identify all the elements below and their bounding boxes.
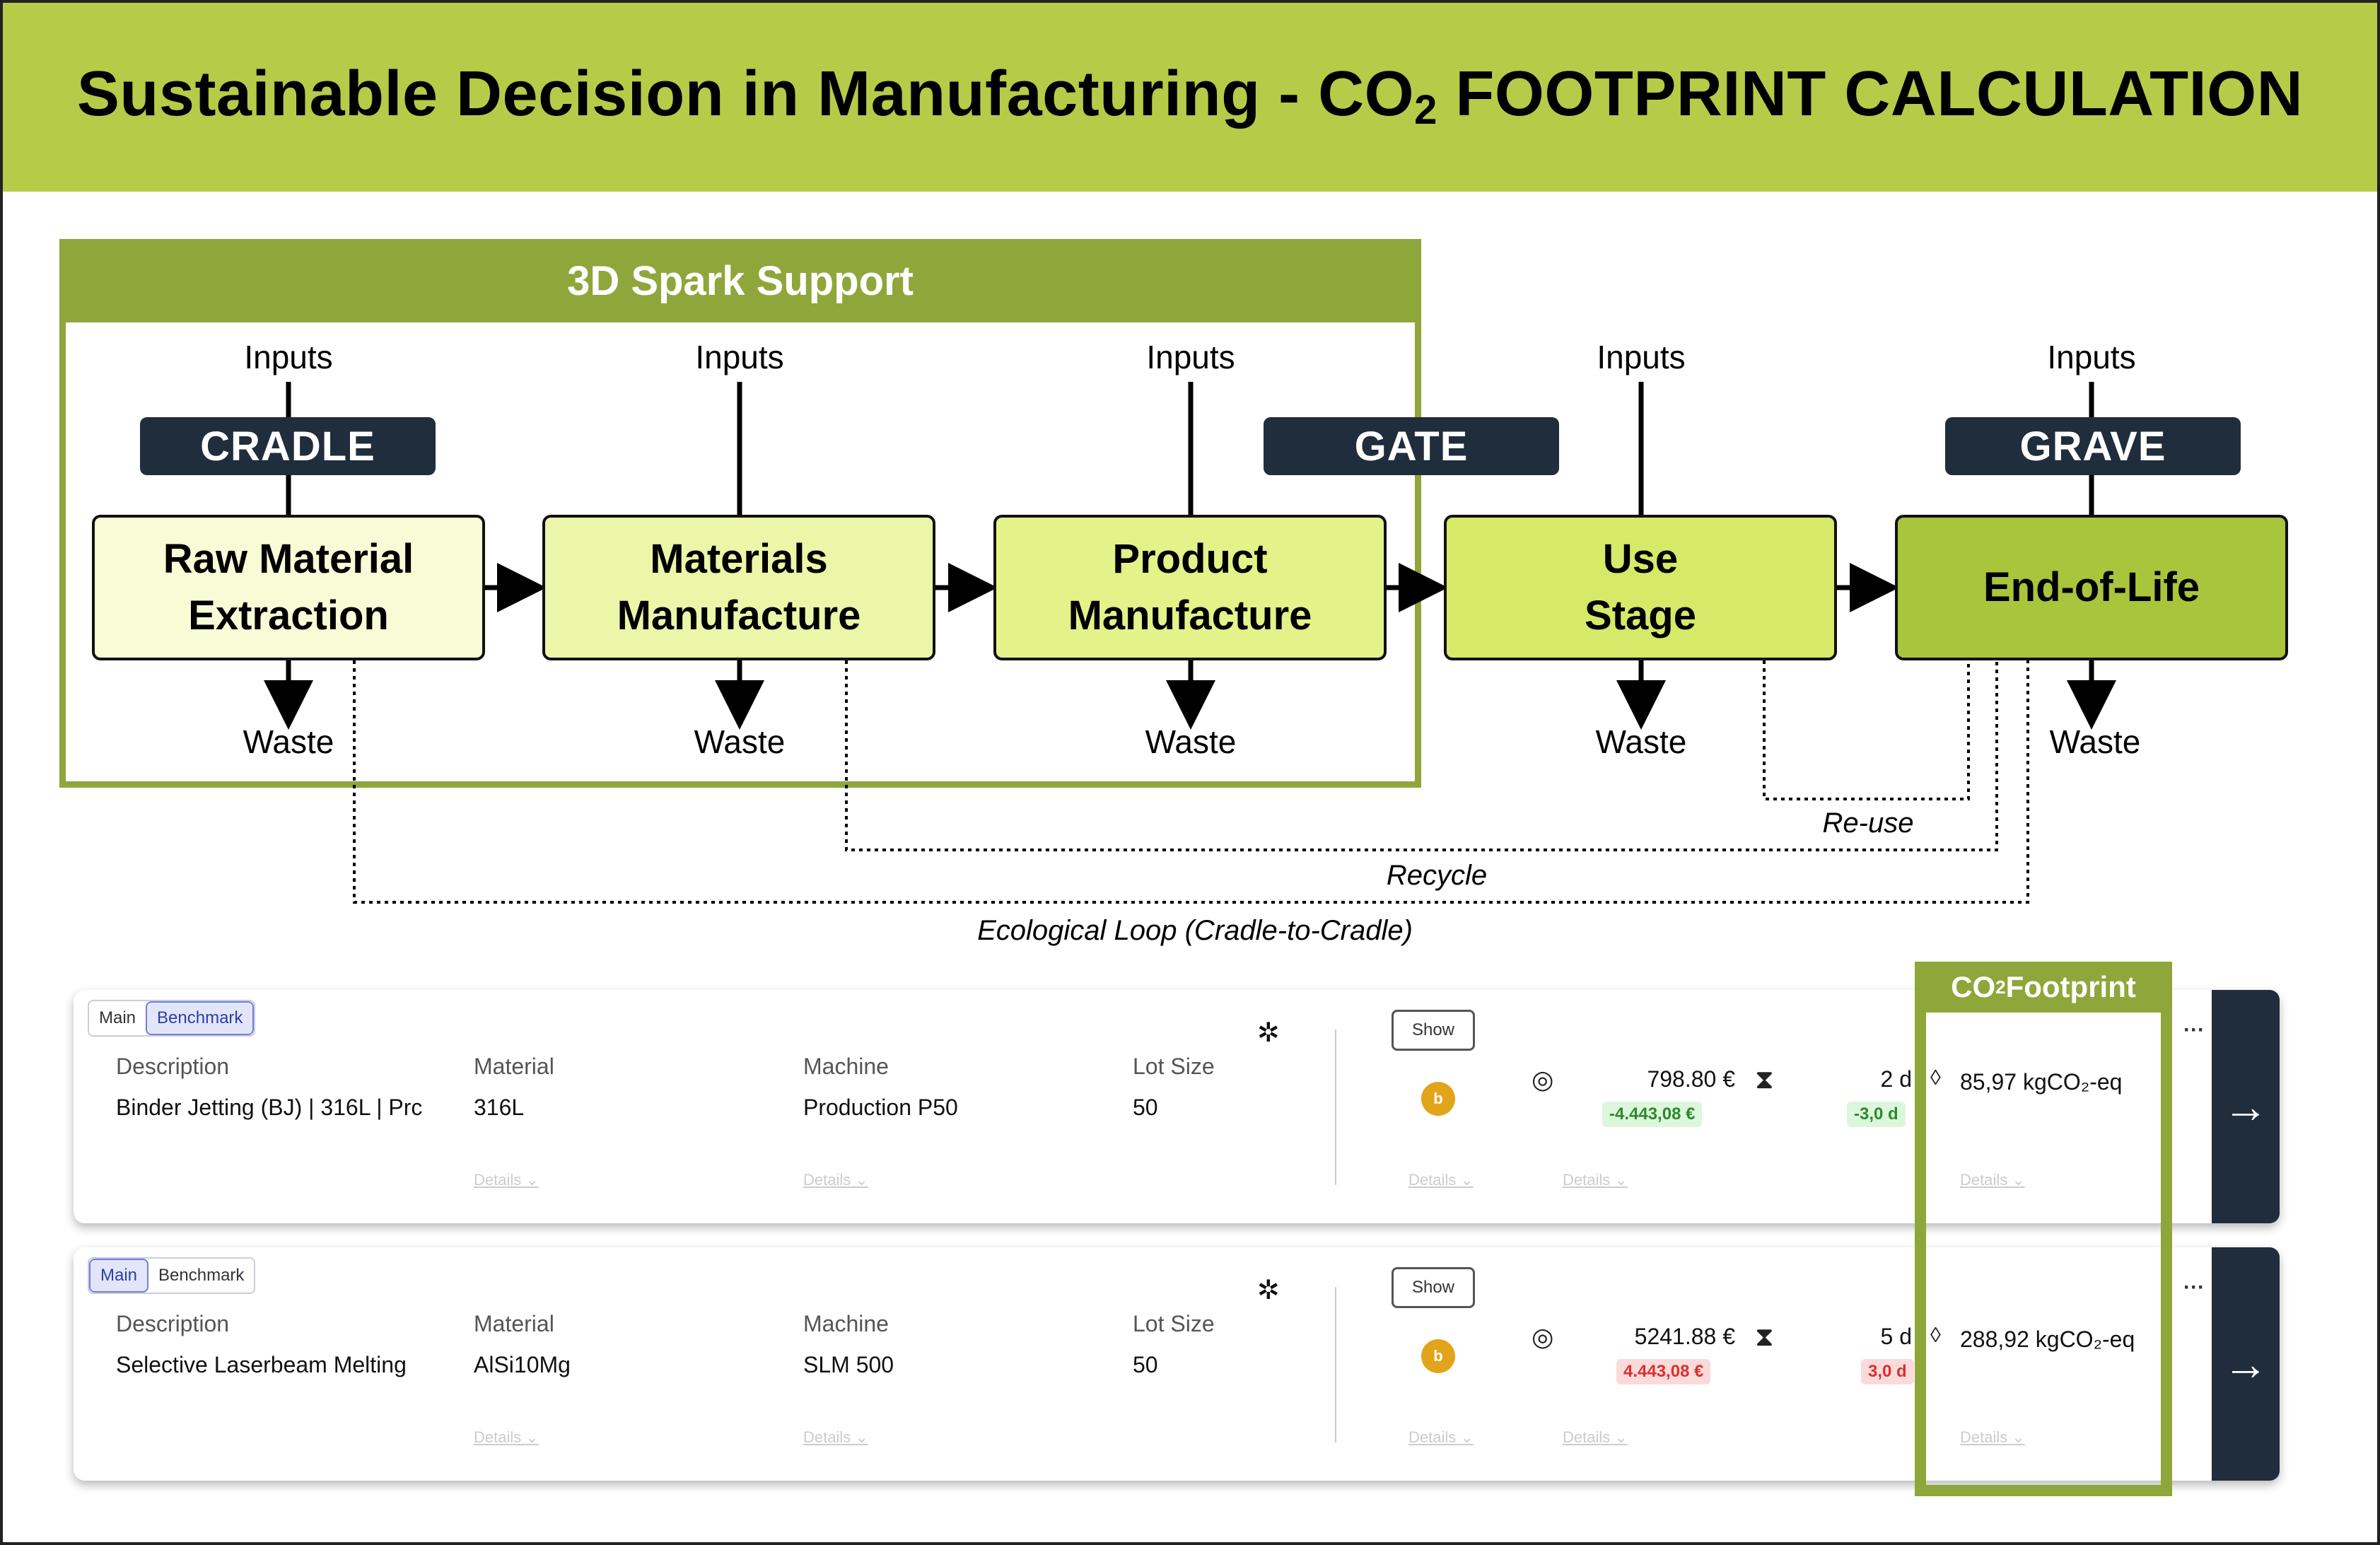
lifecycle-diagram: 3D Spark Support CRADLE GATE GRAVE Raw M… xyxy=(59,239,2288,946)
machine-header: Machine xyxy=(803,1311,889,1336)
show-button[interactable]: Show xyxy=(1392,1267,1475,1308)
stage-materials-manufacture: Materials Manufacture xyxy=(542,515,935,660)
co2-value: 85,97 kgCO₂-eq xyxy=(1960,1069,2123,1095)
lot-size-value: 50 xyxy=(1133,1352,1158,1377)
waste-label: Waste xyxy=(694,723,786,760)
arrow-right-icon: → xyxy=(2223,1339,2268,1389)
input-label: Inputs xyxy=(1146,339,1235,375)
co2-value: 288,92 kgCO₂-eq xyxy=(1960,1327,2135,1352)
arrow-right-icon: → xyxy=(2223,1081,2268,1132)
divider xyxy=(1335,1030,1336,1185)
leaf-icon: ◊ xyxy=(1930,1324,1941,1347)
cost-details-link[interactable]: Details ⌄ xyxy=(1563,1428,1628,1446)
stage-use: Use Stage xyxy=(1444,515,1837,660)
material-details-link[interactable]: Details ⌄ xyxy=(474,1428,539,1446)
input-label: Inputs xyxy=(695,339,784,375)
process-card: Main Benchmark Description Material Mach… xyxy=(74,990,2280,1223)
title-bar: Sustainable Decision in Manufacturing - … xyxy=(0,0,2380,192)
more-icon[interactable]: ··· xyxy=(2183,1276,2205,1299)
co2-details-link[interactable]: Details ⌄ xyxy=(1960,1171,2025,1189)
cost-value: 5241.88 € xyxy=(1634,1324,1735,1349)
cost-value: 798.80 € xyxy=(1647,1066,1735,1092)
phase-gate: GATE xyxy=(1264,417,1559,475)
time-value: 5 d xyxy=(1880,1324,1912,1349)
stage-product-manufacture: Product Manufacture xyxy=(993,515,1387,660)
waste-label: Waste xyxy=(2049,723,2141,760)
tab-benchmark[interactable]: Benchmark xyxy=(158,1266,245,1285)
spark-support-header: 3D Spark Support xyxy=(59,239,1421,322)
badge-details-link[interactable]: Details ⌄ xyxy=(1408,1428,1474,1446)
description-header: Description xyxy=(116,1311,230,1336)
lot-size-header: Lot Size xyxy=(1133,1054,1215,1079)
time-delta: 3,0 d xyxy=(1861,1359,1914,1384)
tab-main[interactable]: Main xyxy=(89,1259,149,1293)
badge-icon[interactable]: b xyxy=(1421,1082,1455,1116)
tab-benchmark[interactable]: Benchmark xyxy=(146,1001,255,1035)
badge-details-link[interactable]: Details ⌄ xyxy=(1408,1171,1474,1189)
view-toggle: Main Benchmark xyxy=(88,1000,256,1037)
process-comparison-panel: Main Benchmark Description Material Mach… xyxy=(74,990,2280,1485)
stage-raw-material-extraction: Raw Material Extraction xyxy=(92,515,485,660)
machine-details-link[interactable]: Details ⌄ xyxy=(803,1428,868,1446)
reuse-label: Re-use xyxy=(1822,808,1914,839)
material-value: AlSi10Mg xyxy=(474,1352,571,1377)
divider xyxy=(1335,1287,1336,1442)
material-value: 316L xyxy=(474,1095,525,1120)
open-process-button[interactable]: → xyxy=(2212,1247,2280,1481)
spark-support-frame xyxy=(59,239,1421,788)
hourglass-icon: ⧗ xyxy=(1755,1322,1774,1352)
show-button[interactable]: Show xyxy=(1392,1010,1475,1051)
gear-icon[interactable]: ✲ xyxy=(1257,1018,1280,1048)
cost-delta: -4.443,08 € xyxy=(1602,1102,1703,1127)
waste-label: Waste xyxy=(1595,723,1687,760)
recycle-loop-line xyxy=(845,660,1998,851)
machine-header: Machine xyxy=(803,1054,889,1079)
open-process-button[interactable]: → xyxy=(2212,990,2280,1223)
machine-value: SLM 500 xyxy=(803,1352,894,1377)
lot-size-value: 50 xyxy=(1133,1095,1158,1120)
gear-icon[interactable]: ✲ xyxy=(1257,1276,1280,1305)
reuse-loop-line xyxy=(1763,660,1970,800)
material-header: Material xyxy=(474,1054,554,1079)
view-toggle: Main Benchmark xyxy=(88,1257,256,1294)
badge-icon[interactable]: b xyxy=(1421,1339,1455,1373)
process-card: Main Benchmark Description Material Mach… xyxy=(74,1247,2280,1481)
co2-details-link[interactable]: Details ⌄ xyxy=(1960,1428,2025,1446)
description-value: Binder Jetting (BJ) | 316L | Prc xyxy=(116,1095,423,1120)
more-icon[interactable]: ··· xyxy=(2183,1018,2205,1042)
machine-details-link[interactable]: Details ⌄ xyxy=(803,1171,868,1189)
stage-end-of-life: End-of-Life xyxy=(1895,515,2288,660)
ecological-loop-label: Ecological Loop (Cradle-to-Cradle) xyxy=(977,915,1413,946)
phase-cradle: CRADLE xyxy=(140,417,436,475)
input-label: Inputs xyxy=(2047,339,2136,375)
tab-main[interactable]: Main xyxy=(99,1008,136,1027)
page-title: Sustainable Decision in Manufacturing - … xyxy=(76,59,2304,133)
coin-icon: ◎ xyxy=(1532,1322,1554,1351)
description-header: Description xyxy=(116,1054,230,1079)
leaf-icon: ◊ xyxy=(1930,1066,1941,1090)
input-label: Inputs xyxy=(1597,339,1686,375)
material-header: Material xyxy=(474,1311,554,1336)
waste-label: Waste xyxy=(243,723,334,760)
waste-label: Waste xyxy=(1145,723,1237,760)
machine-value: Production P50 xyxy=(803,1095,958,1120)
input-label: Inputs xyxy=(244,339,333,375)
coin-icon: ◎ xyxy=(1532,1065,1554,1094)
lot-size-header: Lot Size xyxy=(1133,1311,1215,1336)
hourglass-icon: ⧗ xyxy=(1755,1065,1774,1095)
time-delta: -3,0 d xyxy=(1847,1102,1906,1127)
description-value: Selective Laserbeam Melting xyxy=(116,1352,407,1377)
flow-lines xyxy=(264,382,2116,904)
cost-details-link[interactable]: Details ⌄ xyxy=(1563,1171,1628,1189)
phase-grave: GRAVE xyxy=(1945,417,2241,475)
recycle-label: Recycle xyxy=(1386,860,1488,891)
cost-delta: 4.443,08 € xyxy=(1616,1359,1711,1384)
time-value: 2 d xyxy=(1880,1066,1912,1092)
material-details-link[interactable]: Details ⌄ xyxy=(474,1171,539,1189)
